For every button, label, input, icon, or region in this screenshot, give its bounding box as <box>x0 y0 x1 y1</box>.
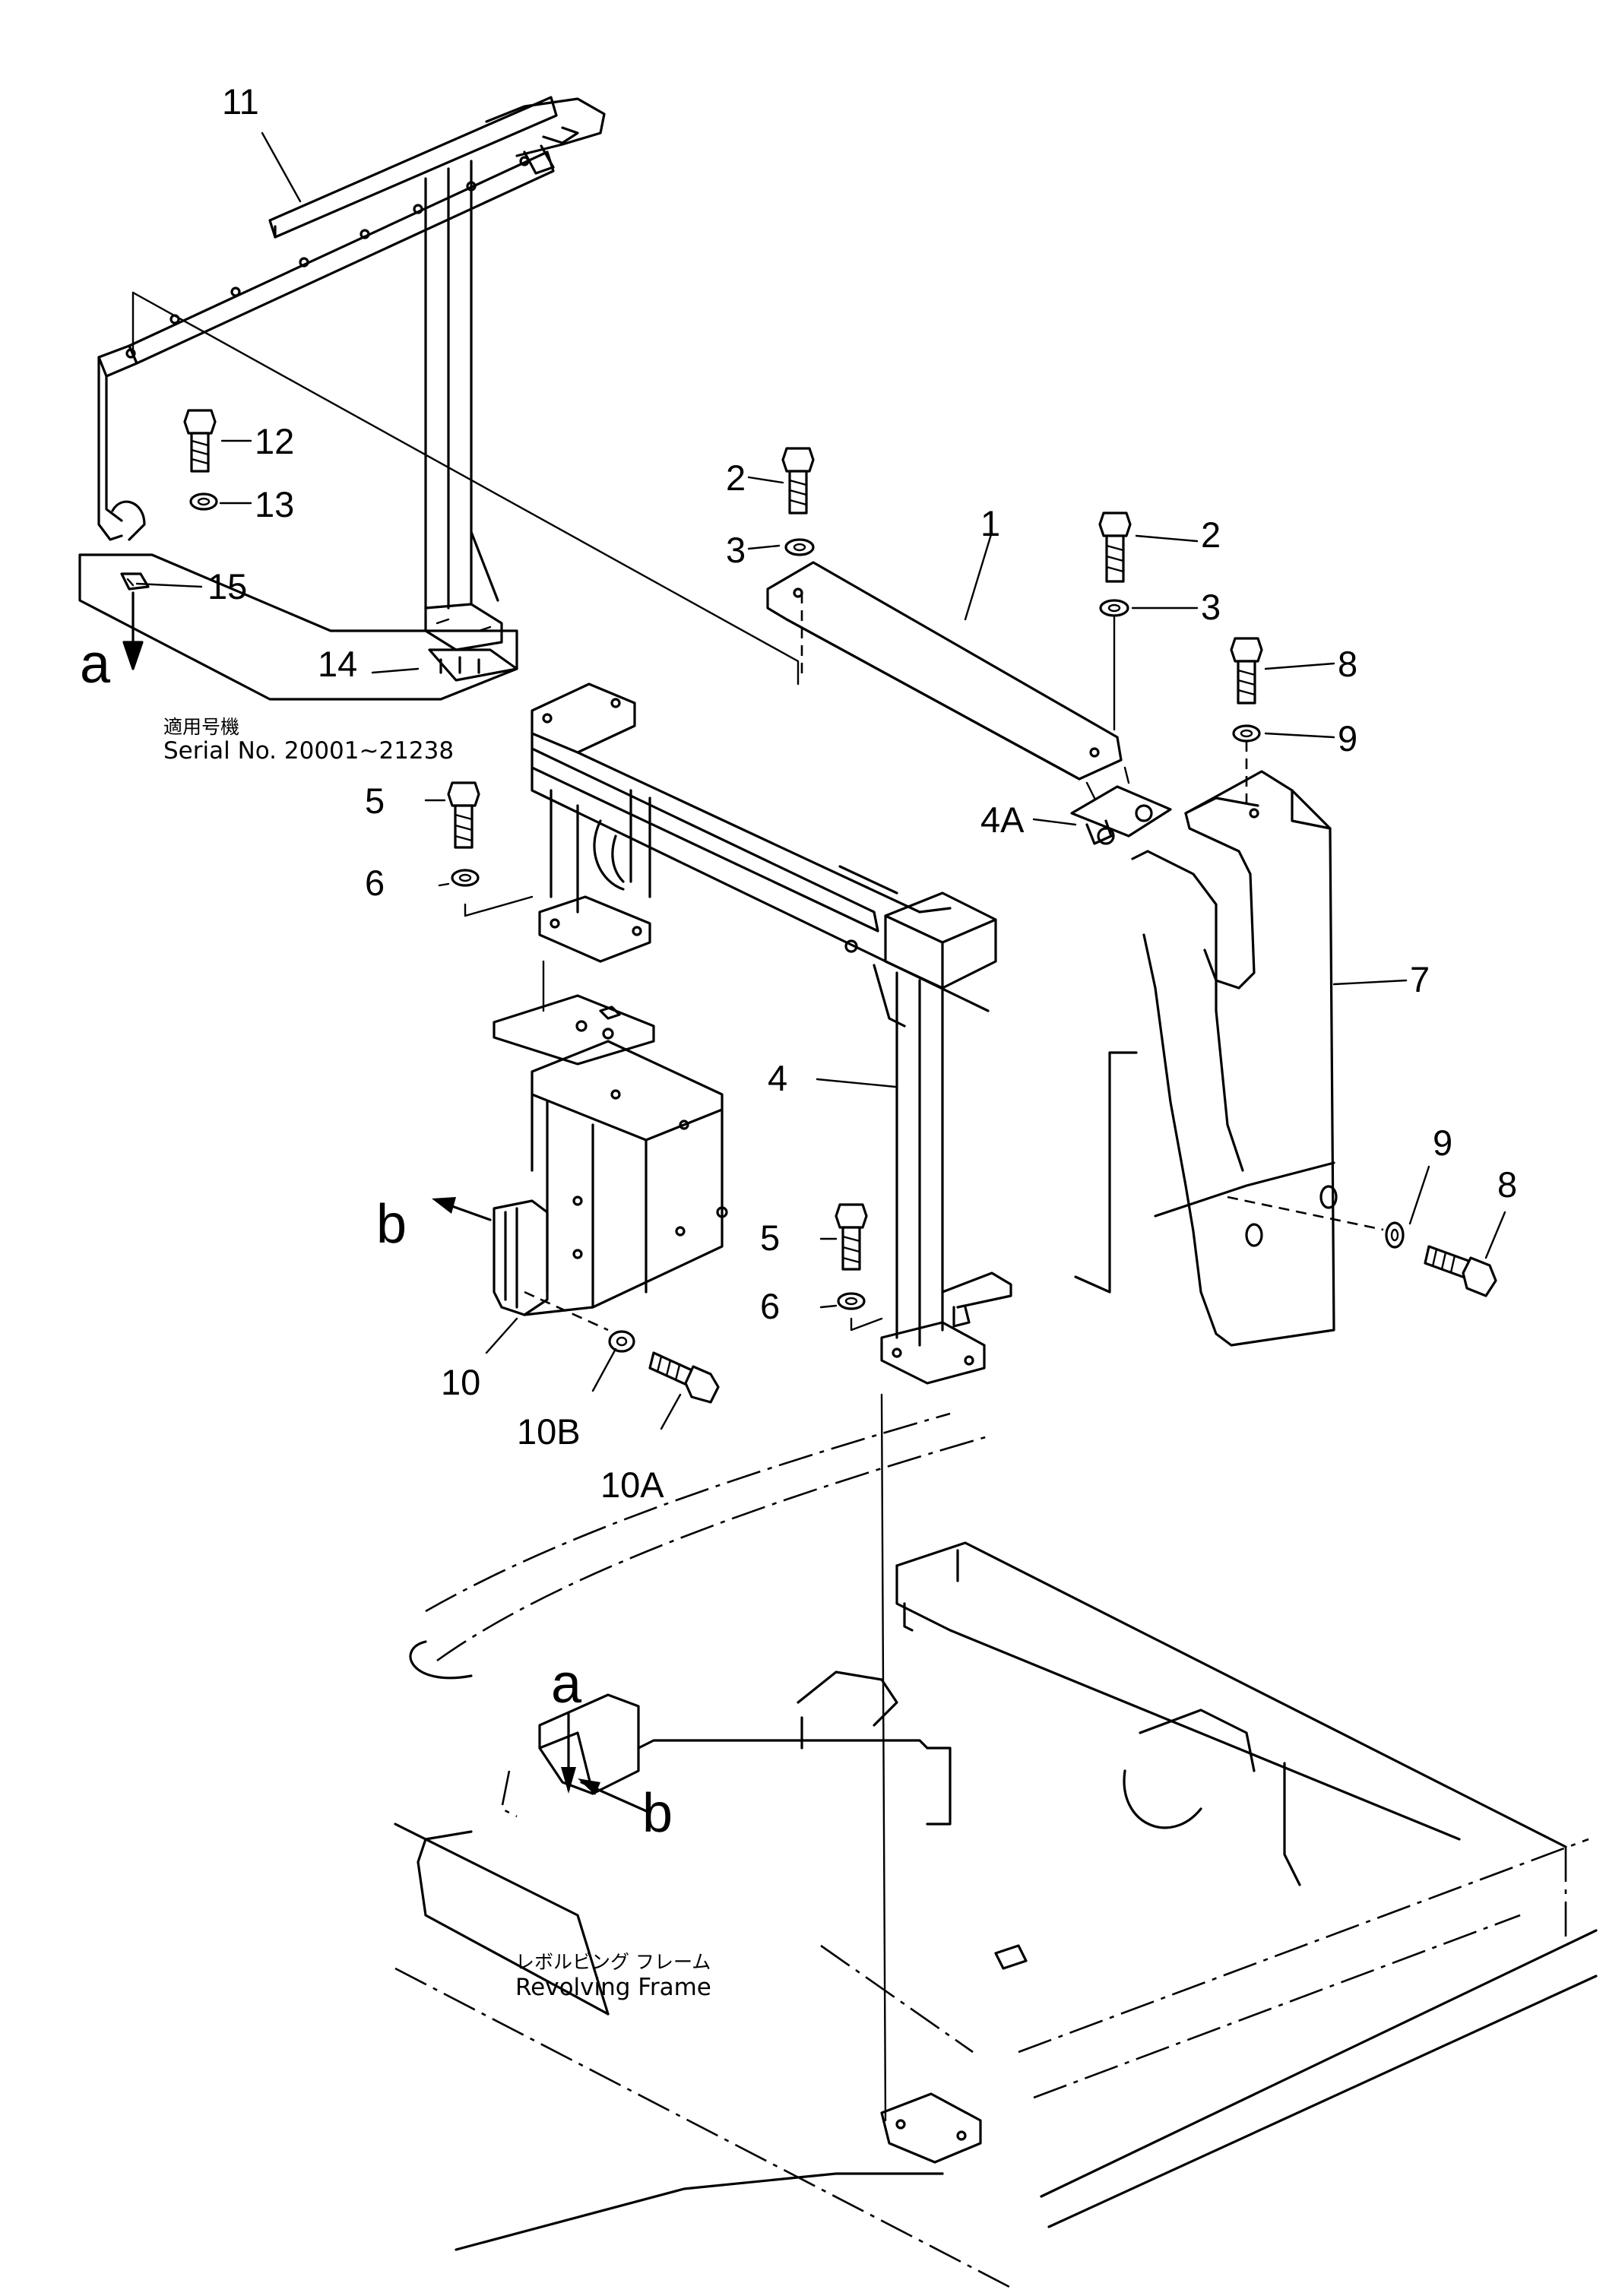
label-7: 7 <box>1410 959 1430 999</box>
washer-9b <box>1385 1221 1405 1249</box>
label-5b: 5 <box>760 1218 780 1258</box>
label-10a: 10A <box>600 1465 664 1505</box>
part-1-plate <box>766 561 1123 781</box>
assembly-line <box>1227 1196 1384 1231</box>
label-4a: 4A <box>980 800 1025 840</box>
view-a-top-label: a <box>80 634 111 695</box>
part-4a-bracket <box>1070 766 1172 845</box>
label-15: 15 <box>207 566 247 606</box>
frame-label-jp: レボルビング フレーム <box>515 1951 711 1973</box>
part-10-block <box>493 994 728 1316</box>
leader-lines <box>135 131 1506 1430</box>
inset-a <box>78 553 518 701</box>
washer-3b <box>1099 599 1129 617</box>
part-4-frame <box>531 682 1012 1385</box>
part-7-cover <box>1074 741 1338 1347</box>
label-6a: 6 <box>365 863 385 903</box>
label-9a: 9 <box>1338 718 1357 758</box>
bolt-12 <box>183 409 217 473</box>
part-labels: 11 12 13 15 14 2 3 1 2 3 8 9 4A 7 5 6 4 … <box>80 81 1517 1844</box>
revolving-frame <box>394 1412 1598 2289</box>
assembly-line <box>131 291 800 686</box>
serial-note-jp: 適用号機 <box>163 716 239 738</box>
label-9b: 9 <box>1433 1123 1452 1163</box>
label-1: 1 <box>980 503 1000 543</box>
bolt-10a <box>648 1351 720 1404</box>
assembly-line <box>850 1317 883 1332</box>
label-8b: 8 <box>1497 1164 1517 1205</box>
washer-9a <box>1232 724 1261 743</box>
label-12: 12 <box>255 421 294 461</box>
label-5a: 5 <box>365 781 385 821</box>
label-4: 4 <box>768 1058 787 1098</box>
label-10: 10 <box>441 1362 480 1402</box>
label-10b: 10B <box>517 1411 581 1452</box>
frame-label: Revolving Frame <box>515 1974 711 2001</box>
washer-10b <box>608 1330 635 1353</box>
label-3a: 3 <box>726 530 746 570</box>
assembly-line <box>524 1291 609 1332</box>
bolt-5b <box>835 1203 868 1271</box>
view-b-arrowhead <box>578 1778 600 1795</box>
view-a-bottom-label: a <box>551 1654 582 1715</box>
view-b-top-label: b <box>376 1194 407 1255</box>
washer-6a <box>451 869 480 887</box>
label-2b: 2 <box>1201 515 1221 555</box>
bolt-8a <box>1230 637 1263 705</box>
washer-6b <box>837 1292 866 1310</box>
washer-13 <box>189 492 218 511</box>
assembly-line <box>464 895 534 917</box>
label-11: 11 <box>222 81 259 122</box>
assembly-line <box>880 1393 887 2122</box>
label-8a: 8 <box>1338 644 1357 684</box>
label-2a: 2 <box>726 458 746 498</box>
bolt-2b <box>1098 511 1132 583</box>
serial-note: Serial No. 20001~21238 <box>163 737 454 765</box>
view-b-top-arrowhead <box>432 1197 456 1214</box>
washer-3a <box>784 538 815 556</box>
bolt-8b <box>1424 1245 1497 1297</box>
label-3b: 3 <box>1201 587 1221 627</box>
part-11-bracket <box>97 96 606 651</box>
label-14: 14 <box>318 644 357 684</box>
bolt-2a <box>781 447 815 515</box>
bolt-5a <box>447 781 480 849</box>
view-b-bottom-label: b <box>642 1783 673 1844</box>
view-a-arrowhead <box>561 1767 576 1794</box>
label-6b: 6 <box>760 1286 780 1326</box>
label-13: 13 <box>255 484 294 524</box>
